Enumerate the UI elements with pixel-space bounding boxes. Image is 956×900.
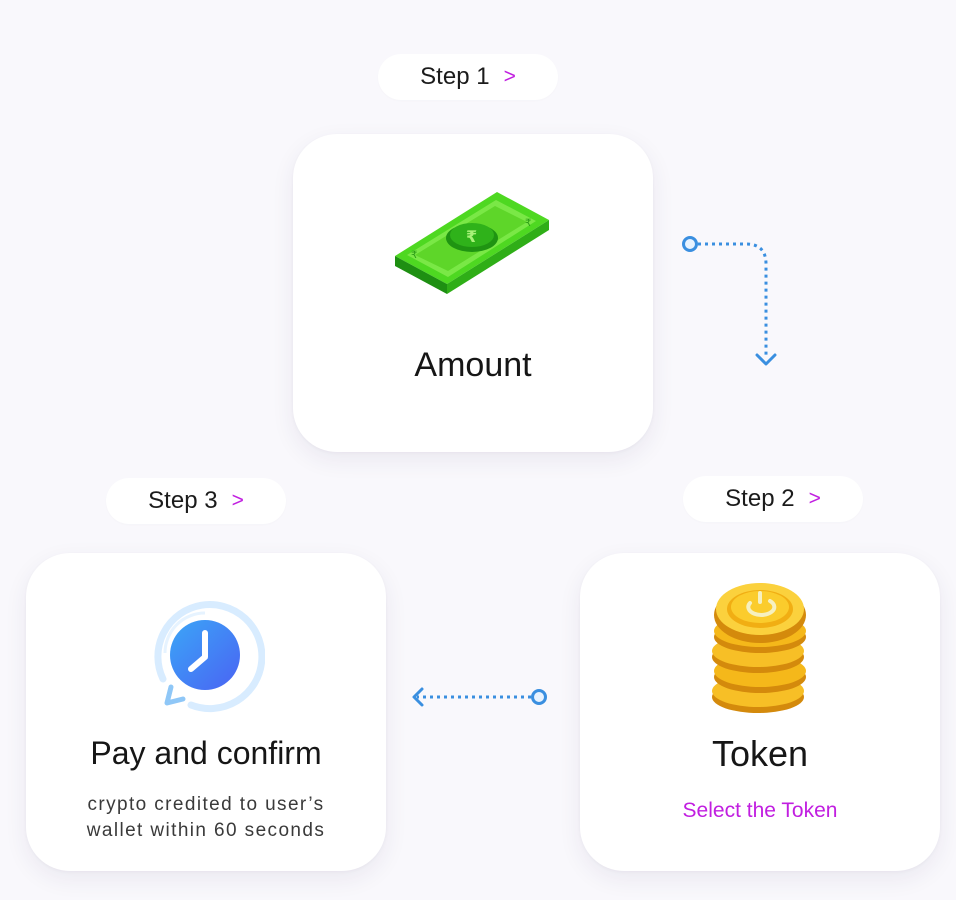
- svg-text:₹: ₹: [466, 227, 477, 246]
- amount-title: Amount: [414, 346, 532, 384]
- chevron-right-icon: >: [231, 489, 244, 512]
- chevron-right-icon: >: [808, 487, 821, 510]
- pay-description-line-2: wallet within 60 seconds: [86, 820, 326, 841]
- step-1-tab[interactable]: Step 1 >: [378, 54, 558, 100]
- pay-title: Pay and confirm: [90, 735, 322, 771]
- step-2-tab[interactable]: Step 2 >: [683, 476, 863, 522]
- clock-refresh-icon: [154, 601, 265, 713]
- step-2-label: Step 2: [725, 485, 795, 512]
- select-token-link[interactable]: Select the Token: [682, 799, 838, 822]
- token-card[interactable]: Token Select the Token: [580, 553, 940, 871]
- step-3-label: Step 3: [148, 487, 218, 514]
- svg-text:₹: ₹: [525, 218, 531, 229]
- coins-stack-icon: [712, 583, 806, 713]
- token-title: Token: [711, 733, 809, 774]
- connector-arrow-down: [682, 236, 777, 366]
- banknote-icon: ₹ ₹ ₹: [395, 192, 549, 294]
- amount-card[interactable]: ₹ ₹ ₹ Amount: [293, 134, 653, 452]
- pay-description-line-1: crypto credited to user’s: [87, 794, 325, 815]
- connector-arrow-left: [412, 687, 547, 707]
- chevron-right-icon: >: [503, 65, 516, 88]
- step-1-label: Step 1: [420, 63, 490, 90]
- pay-card[interactable]: Pay and confirm crypto credited to user’…: [26, 553, 386, 871]
- svg-text:₹: ₹: [411, 250, 417, 261]
- step-3-tab[interactable]: Step 3 >: [106, 478, 286, 524]
